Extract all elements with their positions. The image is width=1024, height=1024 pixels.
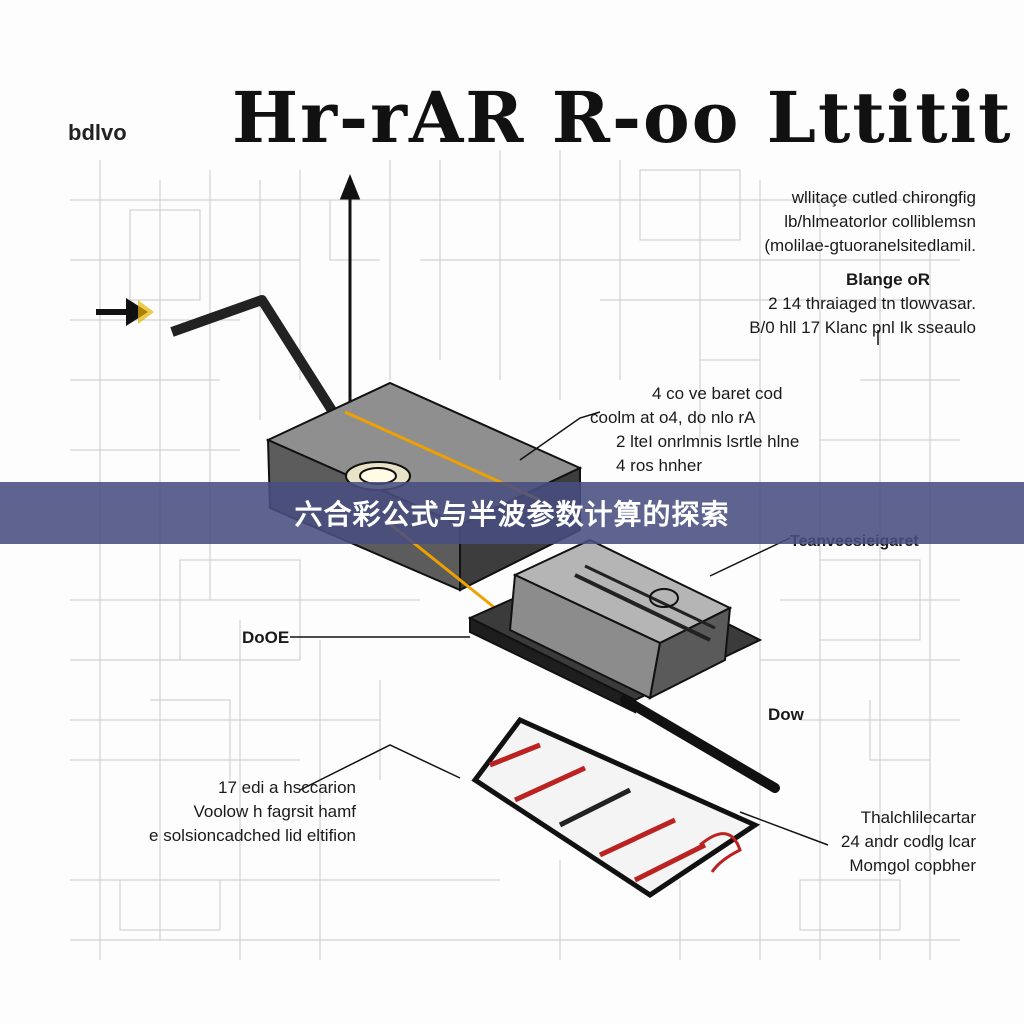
label-line: Momgol copbher: [849, 856, 976, 875]
label-line: 4 co ve baret cod: [652, 384, 783, 403]
diagram-title: Hr-rAR R-oo Lttitit: [232, 76, 1013, 159]
label-bottom-right: Thalchlilecartar 24 andr codlg lcar Momg…: [841, 806, 976, 878]
label-dow: Dow: [768, 705, 804, 724]
label-line: Thalchlilecartar: [860, 808, 976, 827]
label-line: 24 andr codlg lcar: [840, 832, 976, 851]
label-line: (molilae-gtuoranelsitedlamil.: [764, 236, 976, 255]
banner-title: 六合彩公式与半波参数计算的探索: [294, 498, 730, 531]
lever-wire: [170, 295, 343, 423]
label-line: lb/hlmeatorlor colliblemsn: [784, 212, 976, 231]
label-line: 4 ros hnher: [616, 456, 702, 475]
leader-lines: [290, 330, 879, 846]
left-arrow: [96, 298, 154, 326]
vertical-arrow: [339, 173, 361, 410]
ladder-board: [471, 716, 761, 898]
label-line: coolm at o4, do nlo rA: [590, 408, 756, 427]
label-line: wllitaçe cutled chirongfig: [791, 188, 976, 207]
label-line: 2 14 thraiaged tn tlowvasar.: [768, 294, 976, 313]
label-line: e solsioncadched lid eltifion: [149, 826, 356, 845]
label-top-right: wllitaçe cutled chirongfig lb/hlmeatorlo…: [764, 186, 976, 258]
label-line: 2 lteI onrlmnis lsrtle hlne: [616, 432, 800, 451]
label-line: Voolow h fagrsit hamf: [193, 802, 356, 821]
label-blange: Blange oR 2 14 thraiaged tn tlowvasar. B…: [749, 268, 976, 340]
label-bottom-left: 17 edi a hsccarion Voolow h fagrsit hamf…: [149, 776, 356, 848]
lower-unit: [467, 538, 763, 714]
label-line: Blange oR: [845, 270, 930, 289]
brand-text: bdlvo: [68, 120, 127, 145]
long-rod: [620, 695, 780, 793]
caption-banner: 六合彩公式与半波参数计算的探索: [0, 482, 1024, 544]
background-wiring: [70, 150, 960, 960]
label-line: 17 edi a hsccarion: [218, 778, 356, 797]
label-middle: 4 co ve baret cod coolm at o4, do nlo rA…: [590, 382, 799, 478]
label-line: B/0 hll 17 Klanc pnl Ik sseaulo: [749, 318, 976, 337]
label-dode: DoOE: [242, 628, 290, 647]
